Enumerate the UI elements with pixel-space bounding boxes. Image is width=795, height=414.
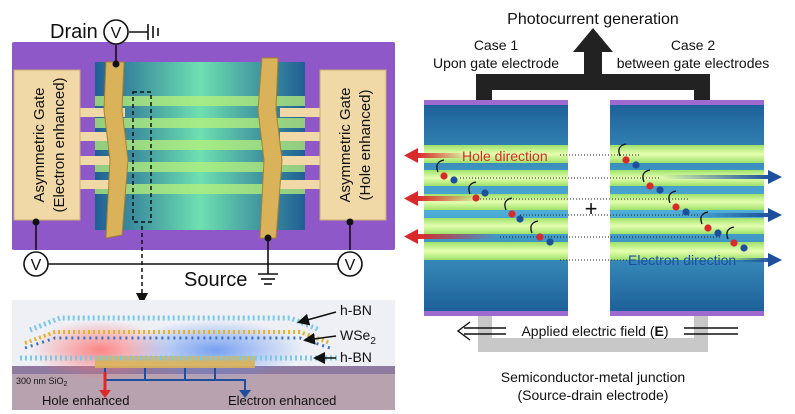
right-gate-label: Asymmetric Gate <box>337 87 354 202</box>
case2-panel <box>610 100 764 316</box>
left-gate-voltmeter <box>23 251 49 277</box>
wse2-layer <box>24 330 331 345</box>
hbn-top-pointer <box>297 311 337 326</box>
field-arrow <box>456 321 738 341</box>
source-label: Source <box>184 269 247 291</box>
electron-direction-label: Electron direction <box>628 252 736 268</box>
device-top-view: Asymmetric Gate (Electron enhanced) Asym… <box>12 19 395 305</box>
left-gate-voltmeter-label: V <box>31 257 42 274</box>
zoom-box <box>132 91 152 223</box>
hbn-top-label: h-BN <box>340 302 372 318</box>
circuit-wires <box>35 24 351 285</box>
hole-direction-label: Hole direction <box>462 148 548 164</box>
hole-enhanced-label: Hole enhanced <box>42 393 129 408</box>
hole-arrow-head <box>99 390 111 398</box>
case1-panel <box>424 100 568 316</box>
right-gate-sublabel: (Hole enhanced) <box>357 90 374 201</box>
case1-sublabel: Upon gate electrode <box>433 55 559 71</box>
wse2-label: WSe2 <box>340 327 376 347</box>
electron-arrow-head <box>239 390 251 398</box>
case1-label: Case 1 <box>474 37 519 53</box>
photocurrent-title: Photocurrent generation <box>507 11 679 28</box>
junction-sublabel: (Source-drain electrode) <box>518 387 669 403</box>
drain-voltmeter-label: V <box>111 25 122 42</box>
wse2-pointer <box>303 332 337 345</box>
source-electrode <box>257 57 283 239</box>
drain-voltmeter <box>103 19 129 45</box>
left-gate-label: Asymmetric Gate <box>31 87 48 202</box>
carrier-particles <box>440 156 748 252</box>
right-gate-pad <box>319 69 387 221</box>
electron-enhanced-label: Electron enhanced <box>228 393 336 408</box>
junction-bracket <box>478 316 708 352</box>
channel-stripes <box>95 96 305 194</box>
source-node <box>264 234 272 242</box>
carrier-curves <box>436 143 735 240</box>
photocurrent-arrow <box>573 28 613 74</box>
electron-arrows <box>660 170 782 267</box>
left-gate-sublabel: (Electron enhanced) <box>51 77 68 212</box>
cross-section: h-BN WSe2 h-BN 300 nm SiO2 Hole enhanced… <box>12 300 395 410</box>
drain-electrode <box>103 61 129 239</box>
plus-sign: + <box>585 196 598 221</box>
right-gate-voltmeter <box>337 251 363 277</box>
left-gate-fingers <box>80 108 125 189</box>
sio2-label: 300 nm SiO2 <box>16 376 68 388</box>
case2-label: Case 2 <box>671 37 716 53</box>
top-hbn-layer <box>29 315 321 333</box>
left-gate-pad <box>13 69 81 221</box>
photocurrent-bracket <box>476 74 710 100</box>
right-gate-fingers <box>280 108 320 189</box>
hole-arrows <box>404 148 498 244</box>
hbn-bottom-label: h-BN <box>340 349 372 365</box>
right-gate-voltmeter-label: V <box>345 257 356 274</box>
left-gate-node <box>32 218 40 226</box>
field-label: Applied electric field (E) <box>521 323 668 339</box>
drain-label: Drain <box>50 21 98 43</box>
junction-label: Semiconductor-metal junction <box>501 369 685 385</box>
case2-sublabel: between gate electrodes <box>617 55 770 71</box>
photocurrent-diagram: Photocurrent generation Case 1 Upon gate… <box>404 11 782 403</box>
right-gate-node <box>346 218 354 226</box>
drain-node <box>112 60 120 68</box>
